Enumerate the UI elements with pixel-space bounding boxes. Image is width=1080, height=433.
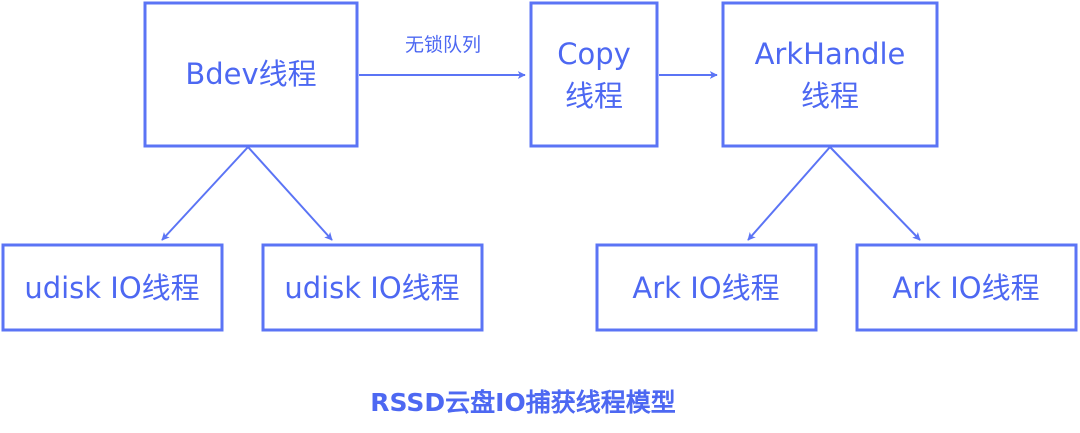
node-ark-io-thread-1: Ark IO线程 — [595, 243, 818, 332]
node-ark1-label: Ark IO线程 — [632, 271, 779, 305]
node-ark2-label: Ark IO线程 — [892, 271, 1039, 305]
edge-bdev-to-udisk1 — [161, 146, 249, 241]
node-bdev-thread: Bdev线程 — [143, 1, 359, 148]
node-udisk1-label: udisk IO线程 — [24, 271, 199, 305]
edge-arkhandle-to-ark2 — [829, 146, 921, 241]
node-udisk2-label: udisk IO线程 — [284, 271, 459, 305]
node-udisk-io-thread-2: udisk IO线程 — [261, 243, 484, 332]
node-copy-label-line1: Copy — [557, 37, 631, 71]
diagram-caption: RSSD云盘IO捕获线程模型 — [370, 388, 675, 417]
node-udisk-io-thread-1: udisk IO线程 — [1, 243, 224, 332]
node-arkhandle-label-line1: ArkHandle — [755, 37, 906, 71]
edge-bdev-to-udisk2 — [247, 146, 333, 241]
node-ark-io-thread-2: Ark IO线程 — [855, 243, 1078, 332]
edge-label-lockfree-queue: 无锁队列 — [405, 34, 481, 56]
node-arkhandle-label-line2: 线程 — [801, 79, 859, 113]
node-copy-label-line2: 线程 — [565, 79, 623, 113]
node-copy-thread: Copy 线程 — [529, 1, 659, 148]
edge-arkhandle-to-ark1 — [747, 146, 831, 241]
node-bdev-label-line1: Bdev线程 — [185, 57, 316, 91]
node-arkhandle-thread: ArkHandle 线程 — [721, 1, 939, 148]
